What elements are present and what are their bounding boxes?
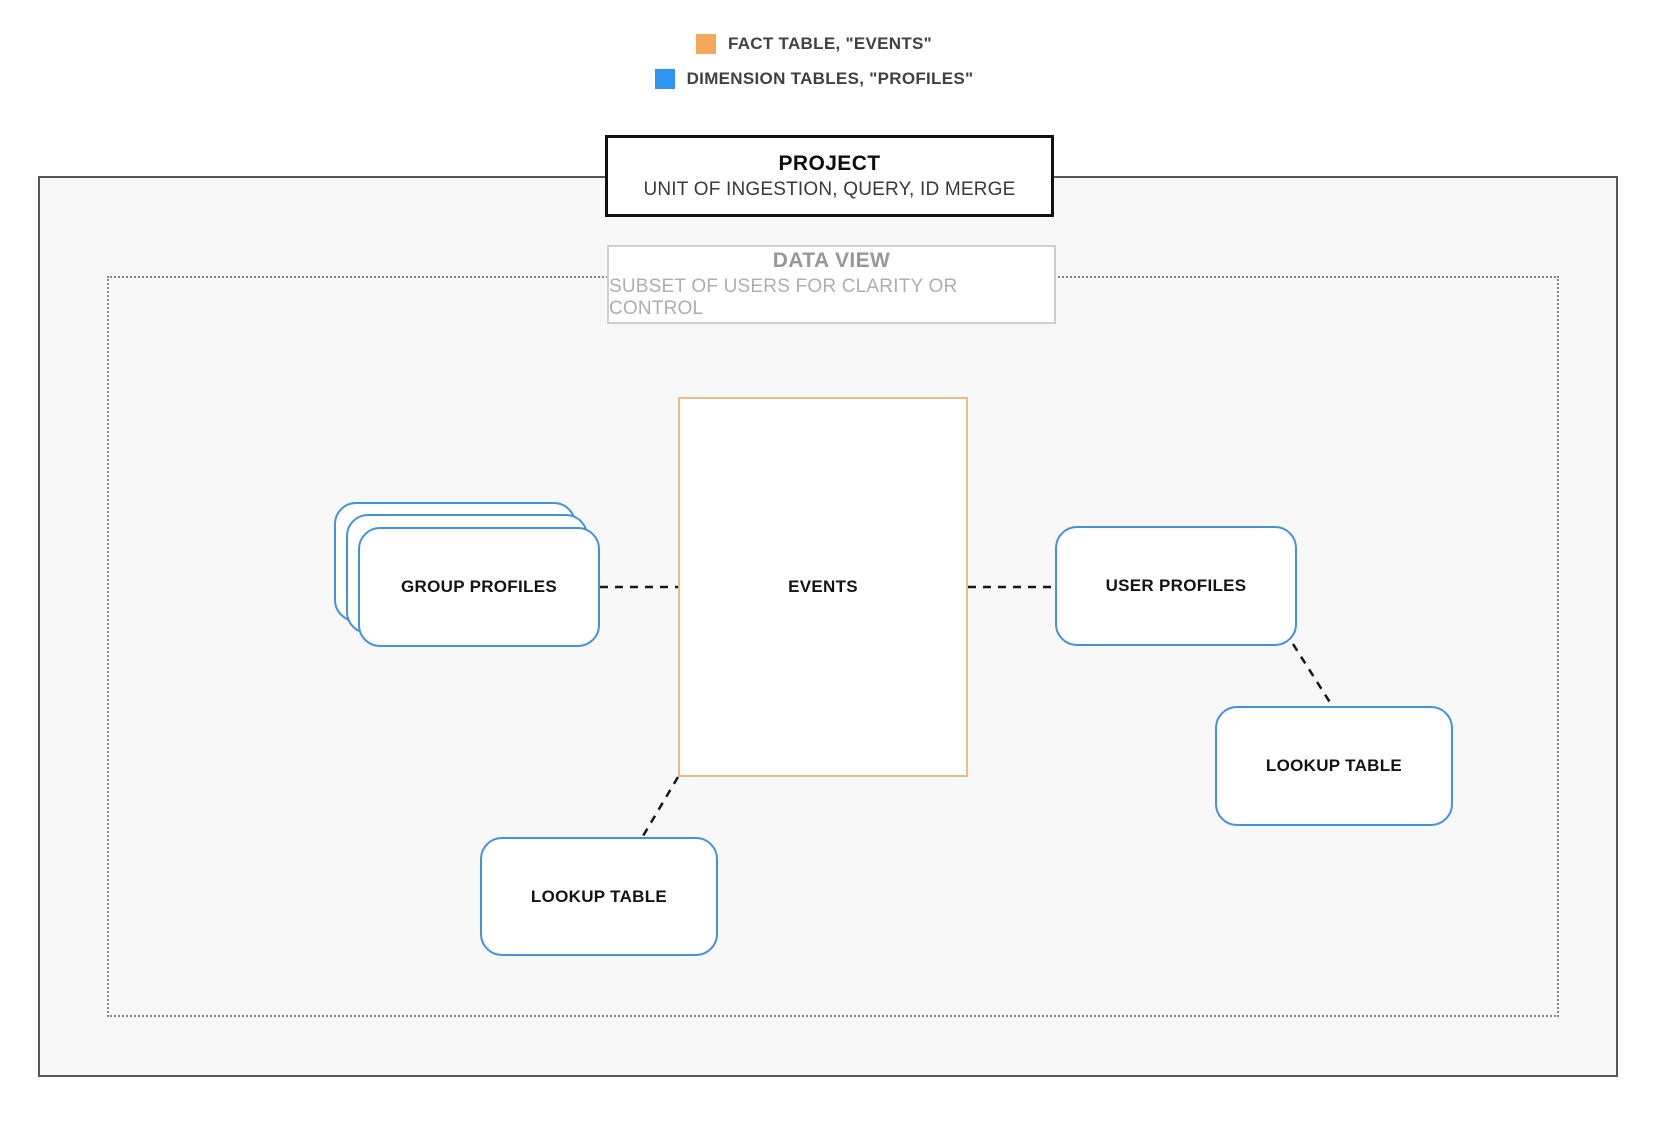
- node-lookup-table-right-label: LOOKUP TABLE: [1265, 756, 1403, 775]
- legend-label-dimension-tables: DIMENSION TABLES, "PROFILES": [686, 69, 974, 88]
- project-title: PROJECT: [778, 151, 881, 175]
- node-events: EVENTS: [678, 397, 968, 777]
- data-view-label-box: DATA VIEW SUBSET OF USERS FOR CLARITY OR…: [607, 245, 1056, 324]
- legend: FACT TABLE, "EVENTS" DIMENSION TABLES, "…: [564, 34, 1064, 89]
- node-group-profiles: GROUP PROFILES: [358, 527, 600, 647]
- data-view-title: DATA VIEW: [772, 249, 891, 272]
- project-subtitle: UNIT OF INGESTION, QUERY, ID MERGE: [643, 178, 1016, 200]
- dimension-tables-swatch-icon: [654, 69, 675, 89]
- legend-label-fact-table: FACT TABLE, "EVENTS": [727, 34, 933, 53]
- node-lookup-table-right: LOOKUP TABLE: [1215, 706, 1453, 826]
- data-view-subtitle: SUBSET OF USERS FOR CLARITY OR CONTROL: [609, 276, 958, 319]
- legend-item-dimension-tables: DIMENSION TABLES, "PROFILES": [654, 69, 974, 89]
- fact-table-swatch-icon: [695, 34, 716, 54]
- node-group-profiles-label: GROUP PROFILES: [401, 577, 557, 596]
- node-lookup-table-left: LOOKUP TABLE: [480, 837, 718, 956]
- node-user-profiles-label: USER PROFILES: [1105, 576, 1247, 595]
- legend-item-fact-table: FACT TABLE, "EVENTS": [695, 34, 933, 54]
- project-label-box: PROJECT UNIT OF INGESTION, QUERY, ID MER…: [605, 135, 1054, 217]
- node-lookup-table-left-label: LOOKUP TABLE: [530, 886, 668, 906]
- node-events-label: EVENTS: [788, 577, 858, 596]
- node-user-profiles: USER PROFILES: [1055, 526, 1297, 646]
